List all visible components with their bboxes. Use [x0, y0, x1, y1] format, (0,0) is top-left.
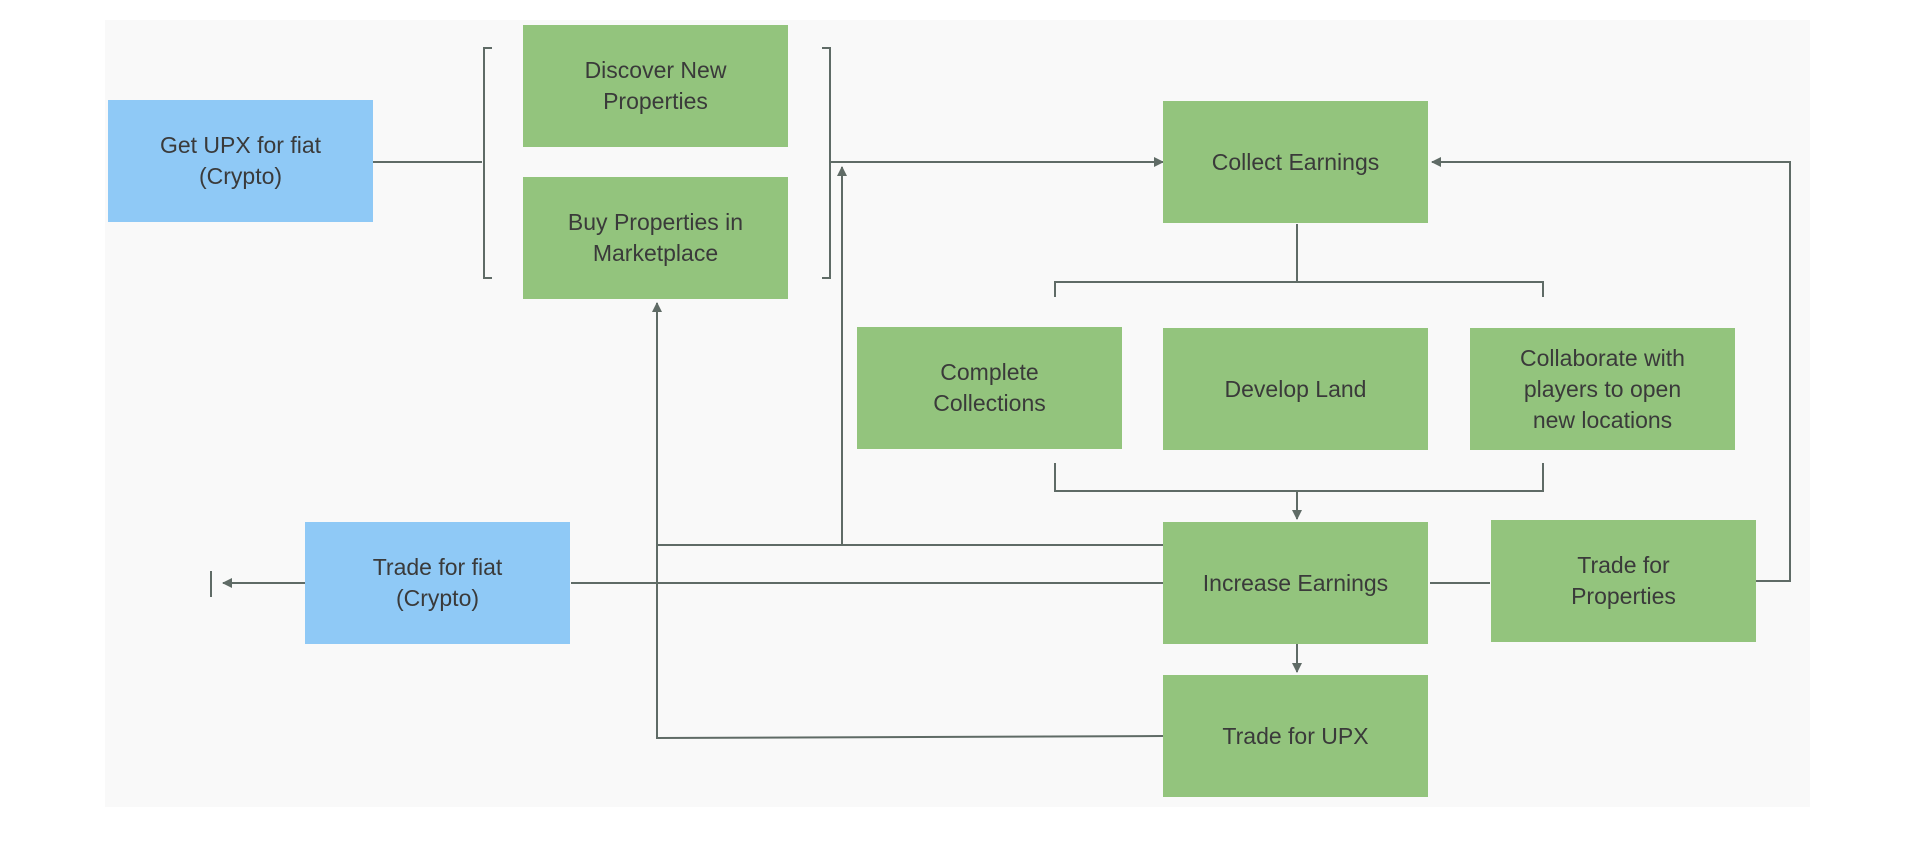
node-collaborate: Collaborate with players to open new loc… [1470, 328, 1735, 450]
node-trade-properties-label: Trade for Properties [1571, 552, 1676, 609]
node-collaborate-label: Collaborate with players to open new loc… [1520, 344, 1685, 433]
join-bracket-bottom [1054, 463, 1544, 492]
node-trade-upx: Trade for UPX [1163, 675, 1428, 797]
node-buy-properties-label: Buy Properties in Marketplace [567, 209, 744, 266]
node-buy-properties: Buy Properties in Marketplace [523, 177, 788, 299]
arrow-trade-props-to-collect [1431, 157, 1791, 582]
node-trade-fiat-label: Trade for fiat (Crypto) [372, 554, 503, 611]
right-bracket [822, 47, 831, 279]
node-trade-upx-label: Trade for UPX [1222, 722, 1369, 749]
node-discover-properties: Discover New Properties [523, 25, 788, 147]
node-increase-earnings-label: Increase Earnings [1202, 569, 1389, 596]
left-bracket [483, 47, 492, 279]
node-collect-earnings: Collect Earnings [1163, 101, 1428, 223]
node-get-upx: Get UPX for fiat (Crypto) [108, 100, 373, 222]
node-complete-collections-label: Complete Collections [933, 359, 1046, 416]
node-increase-earnings: Increase Earnings [1163, 522, 1428, 644]
node-develop-land-label: Develop Land [1224, 375, 1367, 402]
split-bracket-top [1054, 281, 1544, 297]
node-discover-properties-label: Discover New Properties [584, 57, 727, 114]
node-complete-collections: Complete Collections [857, 327, 1122, 449]
node-trade-properties: Trade for Properties [1491, 520, 1756, 642]
node-collect-earnings-label: Collect Earnings [1211, 148, 1380, 175]
node-develop-land: Develop Land [1163, 328, 1428, 450]
arrow-trade-upx-to-buy [652, 302, 1164, 740]
node-get-upx-label: Get UPX for fiat (Crypto) [159, 132, 322, 189]
node-trade-fiat: Trade for fiat (Crypto) [305, 522, 570, 644]
